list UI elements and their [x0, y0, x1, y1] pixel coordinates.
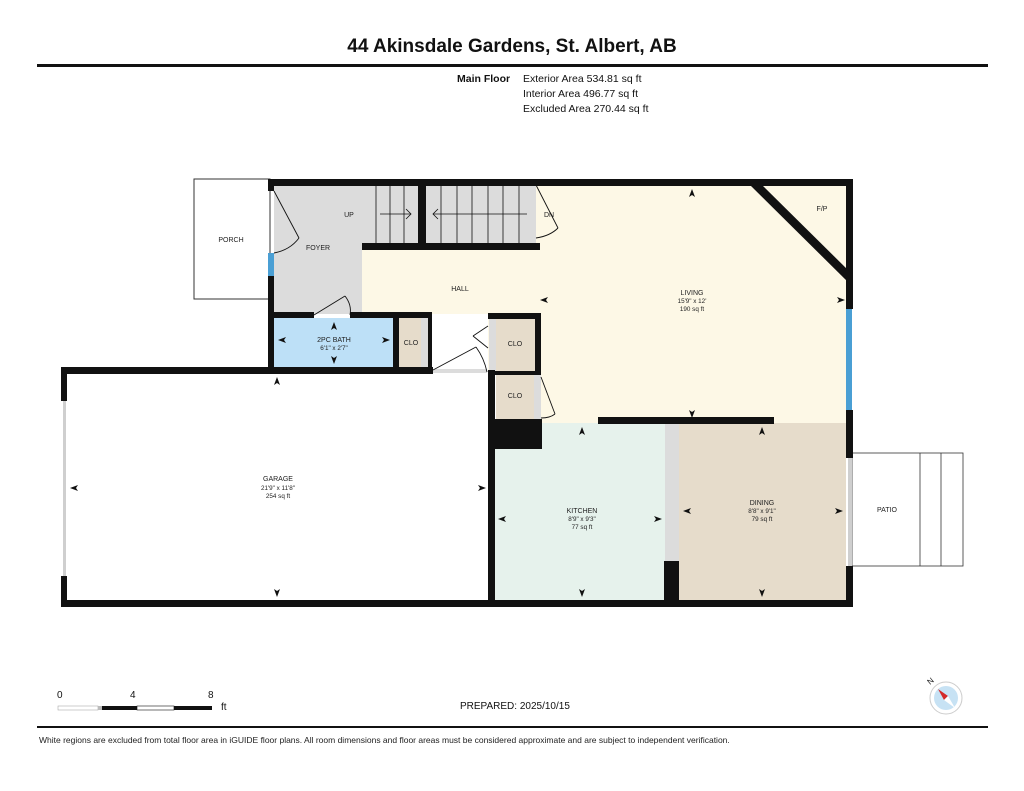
bath-label: 2PC BATH — [317, 337, 351, 344]
disclaimer-text: White regions are excluded from total fl… — [39, 735, 730, 745]
scale-bar-graphic — [57, 705, 212, 711]
closet-2-label: CLO — [508, 341, 523, 348]
footer-divider — [37, 726, 988, 728]
windows — [63, 253, 852, 576]
up-label: UP — [344, 212, 354, 219]
garage-label: GARAGE — [263, 476, 293, 483]
closet-1-label: CLO — [404, 340, 419, 347]
scale-tick-0: 0 — [57, 690, 63, 701]
dining-label: DINING — [750, 500, 775, 507]
scale-tick-4: 4 — [130, 690, 136, 701]
stairs-down[interactable]: DN — [426, 185, 554, 243]
kitchen-area: 77 sq ft — [572, 524, 593, 531]
dimension-arrows — [70, 189, 845, 597]
header-divider — [37, 64, 988, 67]
dn-label: DN — [544, 212, 554, 219]
room-patio[interactable]: PATIO — [851, 452, 964, 567]
kitchen-label: KITCHEN — [567, 508, 598, 515]
room-closet-2[interactable]: CLO — [489, 319, 536, 371]
living-label: LIVING — [681, 290, 704, 297]
walls — [61, 179, 853, 607]
dining-dims: 8'8" x 9'1" — [748, 508, 776, 515]
foyer-label: FOYER — [306, 245, 330, 252]
living-area: 190 sq ft — [680, 306, 704, 313]
patio-label: PATIO — [877, 507, 898, 514]
bath-dims: 6'1" x 2'7" — [320, 345, 348, 352]
room-closet-1[interactable]: CLO — [399, 318, 428, 368]
compass-icon: N — [926, 676, 963, 715]
excluded-area: Excluded Area 270.44 sq ft — [523, 103, 649, 115]
kitchen-dims: 8'9" x 9'3" — [568, 516, 596, 523]
floor-label: Main Floor — [457, 73, 511, 85]
compass: N — [924, 676, 968, 725]
interior-area: Interior Area 496.77 sq ft — [523, 88, 638, 100]
room-garage[interactable]: GARAGE 21'9" x 11'8" 254 sq ft — [66, 373, 489, 601]
room-kitchen[interactable]: KITCHEN 8'9" x 9'3" 77 sq ft — [494, 423, 666, 601]
living-dims: 15'9" x 12' — [678, 298, 707, 305]
porch-label: PORCH — [218, 237, 243, 244]
scale-tick-8: 8 — [208, 690, 214, 701]
hall-label: HALL — [451, 286, 469, 293]
closet-3-label: CLO — [508, 393, 523, 400]
fireplace-label: F/P — [817, 206, 828, 213]
stairs-up[interactable]: UP — [344, 185, 418, 243]
scale-unit: ft — [221, 702, 227, 713]
doors — [273, 184, 559, 419]
room-closet-3[interactable]: CLO — [496, 375, 541, 419]
exterior-area: Exterior Area 534.81 sq ft — [523, 73, 642, 85]
garage-area: 254 sq ft — [266, 493, 290, 500]
area-list: Exterior Area 534.81 sq ft Interior Area… — [523, 72, 649, 117]
dining-area: 79 sq ft — [752, 516, 773, 523]
compass-north-label: N — [926, 676, 936, 687]
room-dining[interactable]: DINING 8'8" x 9'1" 79 sq ft — [665, 423, 846, 601]
page-title: 44 Akinsdale Gardens, St. Albert, AB — [347, 36, 677, 57]
room-foyer[interactable]: FOYER — [274, 185, 362, 314]
garage-dims: 21'9" x 11'8" — [261, 485, 295, 492]
room-porch[interactable]: PORCH — [193, 178, 271, 300]
prepared-date: PREPARED: 2025/10/15 — [460, 701, 570, 712]
